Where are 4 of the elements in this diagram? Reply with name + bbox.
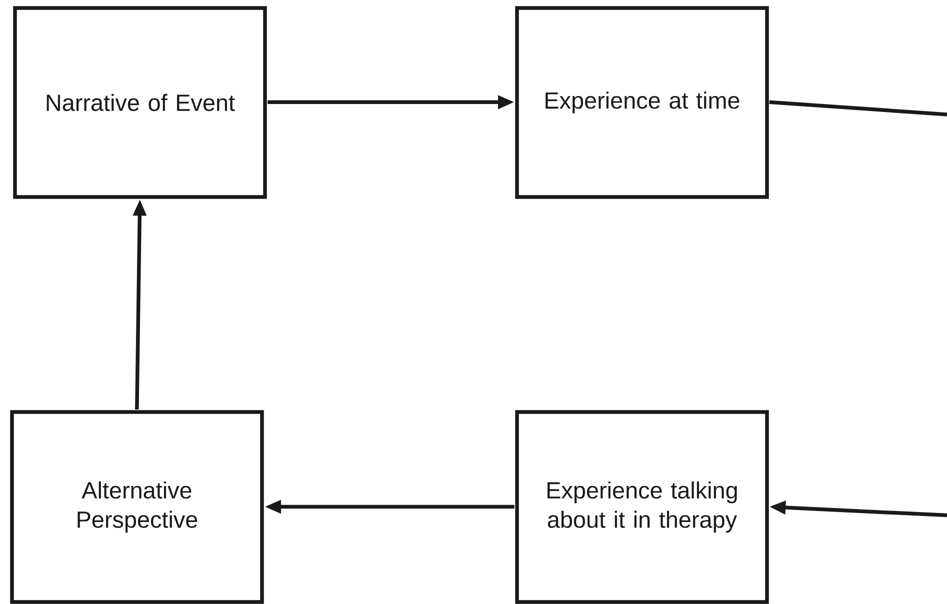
process-box: Alternative Perspective [10,410,264,604]
process-box: Narrative of Event [13,6,267,199]
process-box: Experience talking about it in therapy [515,410,769,604]
process-box: Experience at time [515,6,769,199]
